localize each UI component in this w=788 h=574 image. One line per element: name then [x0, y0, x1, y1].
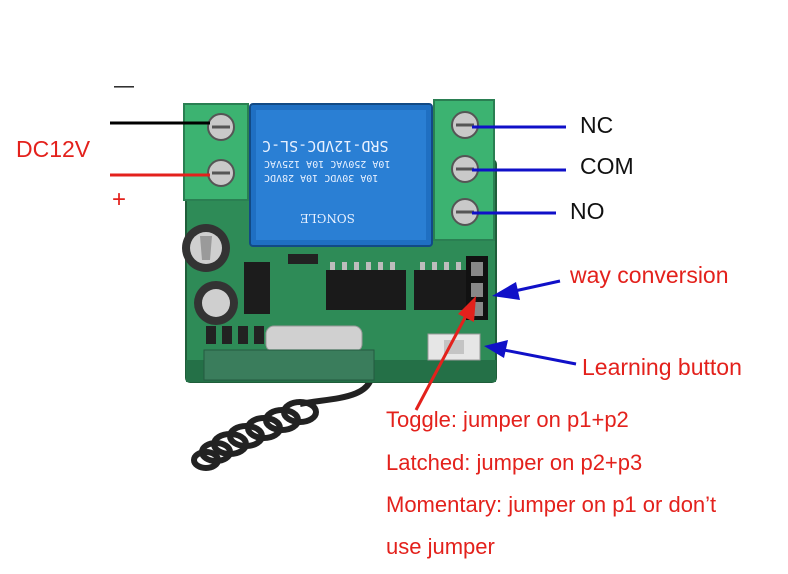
- way-conversion-label: way conversion: [570, 262, 729, 288]
- ic-chip-2: [414, 270, 468, 310]
- relay-brand-text: SONGLE: [300, 211, 355, 225]
- way-conversion-arrow: [492, 279, 561, 300]
- jumper-mode-arrow: [414, 296, 476, 411]
- momentary-mode-text-cont: use jumper: [386, 534, 495, 559]
- relay-model-text: SRD-12VDC-SL-C: [262, 137, 389, 155]
- ic-chip-1: [326, 270, 406, 310]
- no-label: NO: [570, 198, 605, 224]
- diode: [288, 254, 318, 264]
- rf-module: [203, 349, 375, 381]
- antenna-coil: [191, 371, 375, 471]
- crystal-oscillator: [265, 325, 363, 353]
- power-terminal-block: [183, 103, 249, 201]
- toggle-mode-text: Toggle: jumper on p1+p2: [386, 407, 629, 432]
- plus-label: +: [112, 186, 127, 213]
- learning-button-arrow: [484, 340, 577, 366]
- relay: [249, 103, 433, 247]
- ic-pins: [330, 262, 461, 270]
- momentary-mode-text: Momentary: jumper on p1 or don’t: [386, 492, 717, 517]
- transistor: [244, 262, 270, 314]
- relay-rating-text-1: 10A 250VAC 10A 125VAC: [264, 158, 391, 169]
- capacitor-2: [194, 281, 238, 325]
- latched-mode-text: Latched: jumper on p2+p3: [386, 450, 643, 475]
- nc-label: NC: [580, 112, 614, 138]
- learning-button-label: Learning button: [582, 354, 742, 380]
- voltage-label: DC12V: [16, 136, 91, 162]
- capacitor-1: [182, 224, 230, 272]
- relay-rating-text-2: 10A 30VDC 10A 28VDC: [264, 172, 379, 183]
- header-pins: [206, 326, 264, 344]
- com-label: COM: [580, 153, 634, 179]
- minus-label: —: [114, 75, 134, 97]
